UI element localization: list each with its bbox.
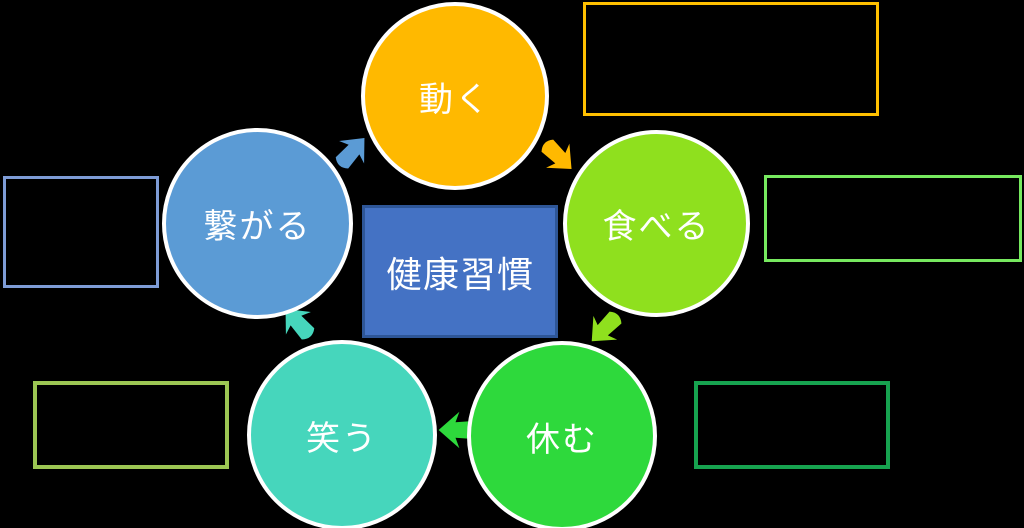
- note-box-eat: [764, 175, 1022, 262]
- arrow-laugh-to-connect: [285, 308, 315, 340]
- note-box-laugh: [33, 381, 229, 469]
- center-title-box: 健康習慣: [362, 205, 558, 338]
- note-box-connect: [3, 176, 159, 288]
- arrow-shape: [438, 411, 479, 449]
- arrow-shape: [335, 137, 365, 169]
- arrow-connect-to-move: [335, 137, 365, 169]
- arrow-shape: [541, 139, 572, 170]
- node-label-connect: 繋がる: [203, 207, 312, 247]
- cycle-node-eat: 食べる: [563, 130, 750, 317]
- node-label-rest: 休む: [526, 419, 598, 460]
- cycle-node-laugh: 笑う: [247, 340, 437, 528]
- arrow-eat-to-rest: [591, 311, 622, 342]
- node-label-move: 動く: [419, 79, 491, 120]
- center-title-label: 健康習慣: [385, 254, 534, 296]
- cycle-node-connect: 繋がる: [162, 128, 353, 319]
- node-label-laugh: 笑う: [306, 418, 378, 459]
- note-box-rest: [694, 381, 890, 469]
- cycle-node-move: 動く: [361, 2, 549, 190]
- arrow-move-to-eat: [541, 139, 572, 170]
- cycle-node-rest: 休む: [467, 341, 657, 528]
- arrow-shape: [591, 311, 622, 342]
- note-box-move: [583, 2, 879, 116]
- arrow-rest-to-laugh: [438, 411, 479, 449]
- arrow-shape: [285, 308, 315, 340]
- node-label-eat: 食べる: [602, 207, 711, 247]
